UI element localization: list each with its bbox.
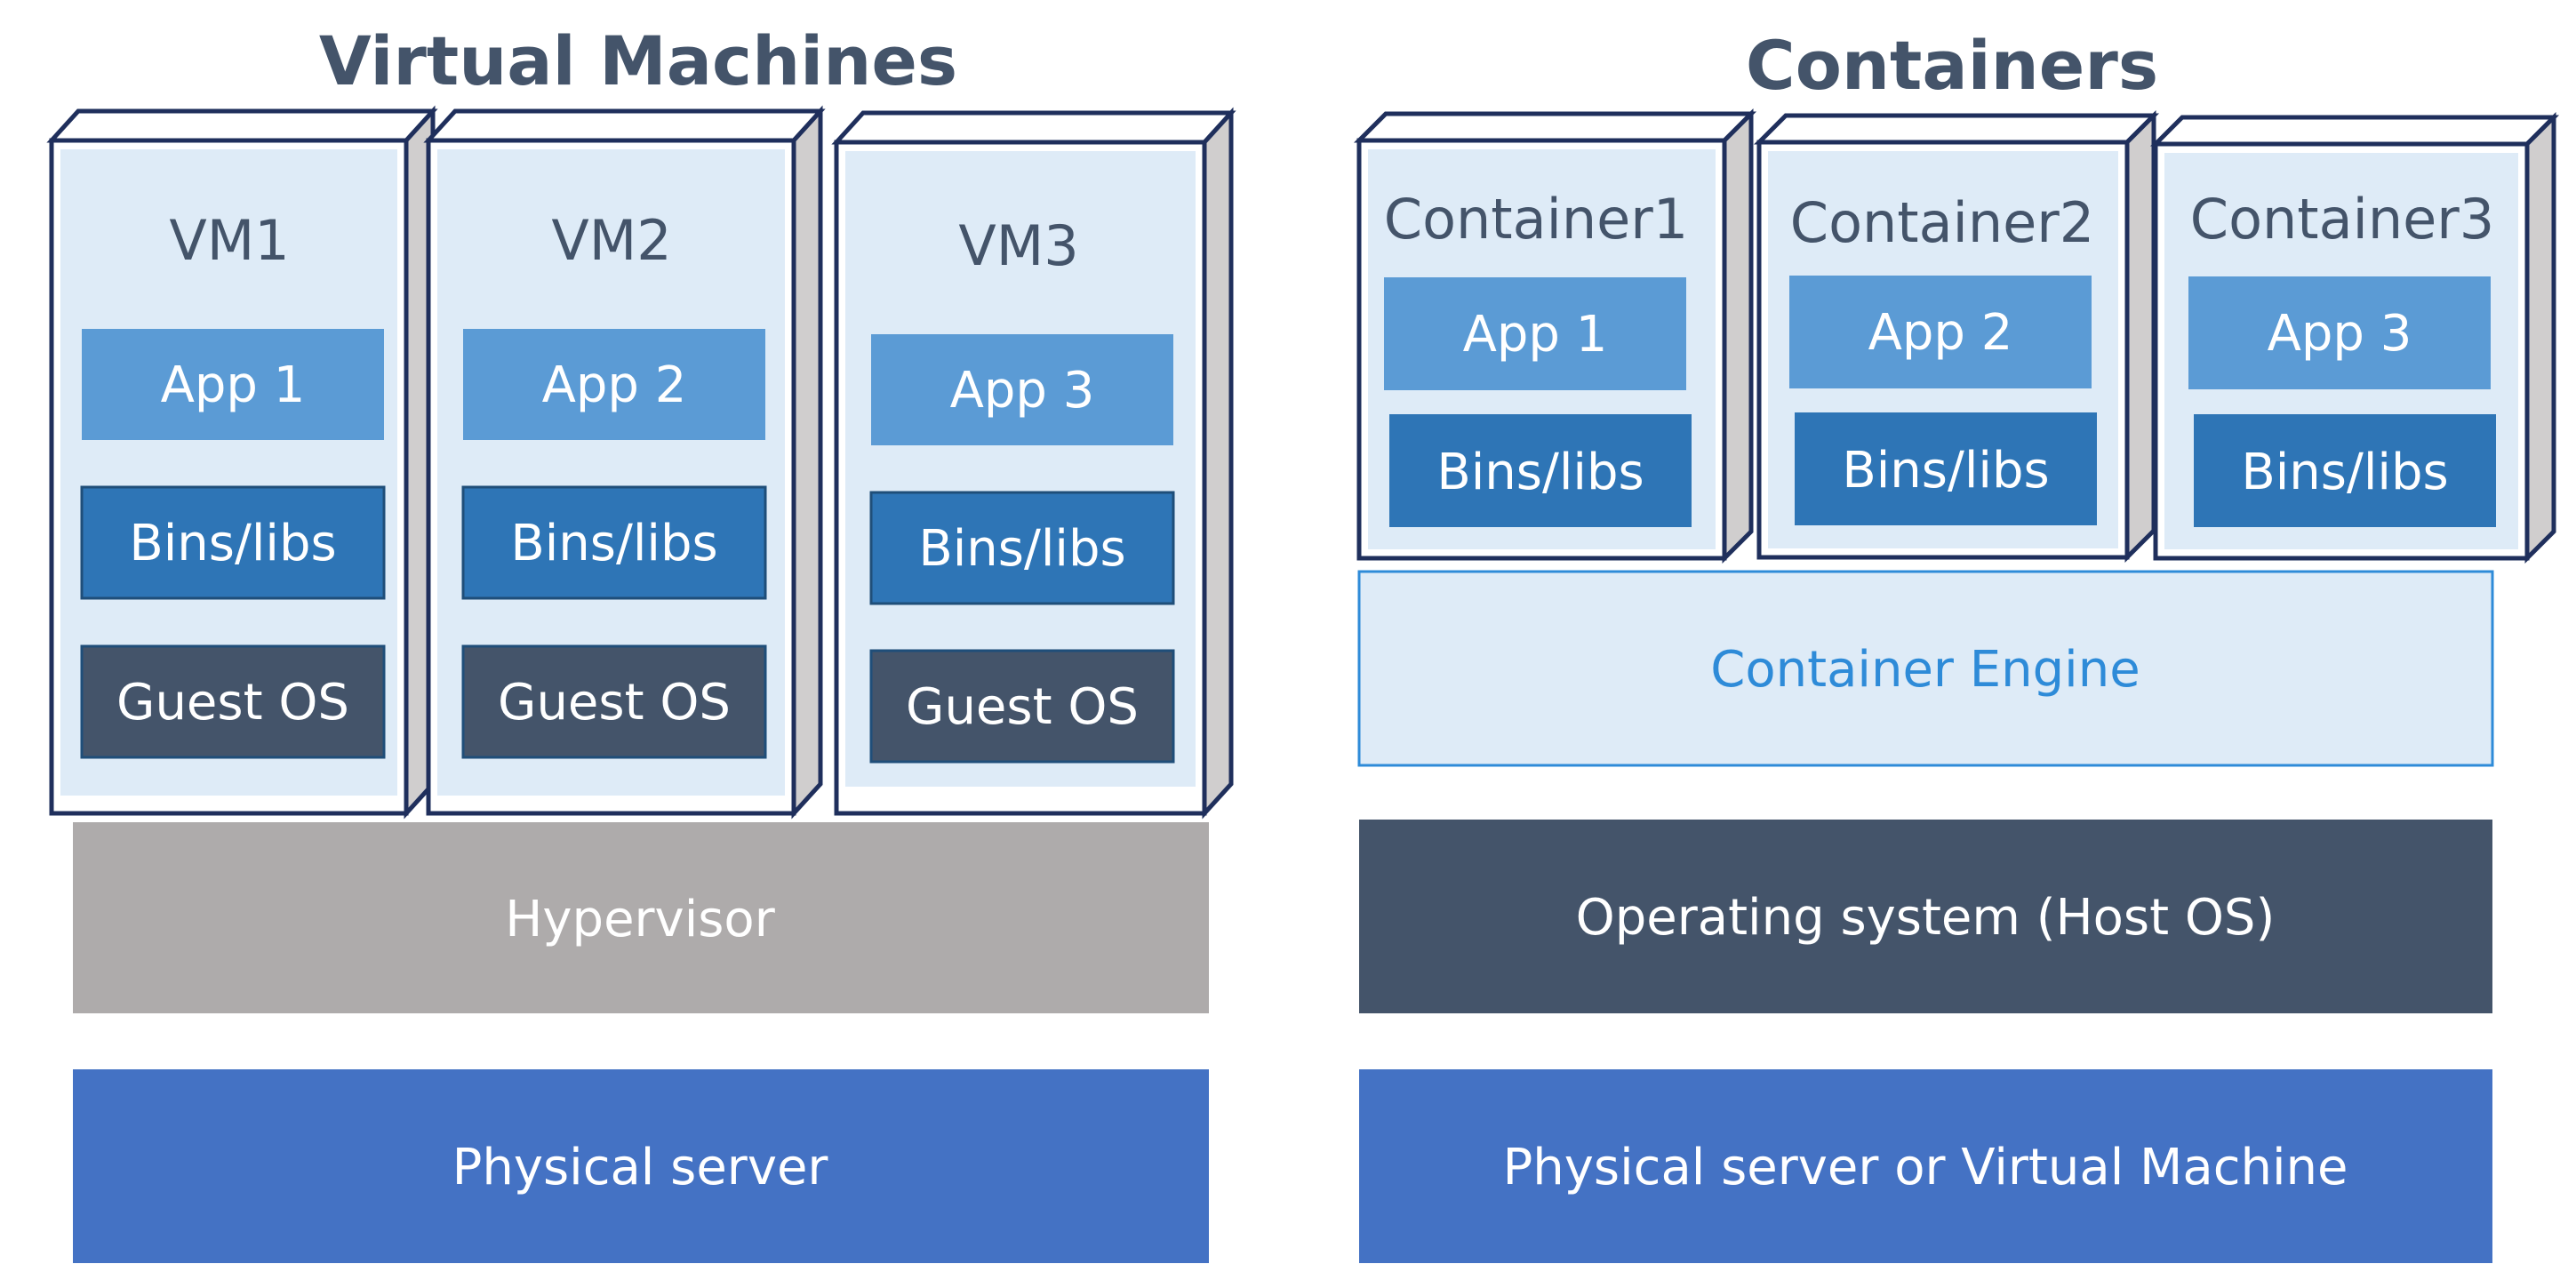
physical-server-or-vm-layer [1359, 1069, 2492, 1263]
app-label: App 3 [950, 362, 1095, 420]
app-layer [82, 329, 384, 440]
app-layer [463, 329, 765, 440]
bins-libs-label: Bins/libs [1436, 444, 1644, 501]
hypervisor-layer [73, 822, 1209, 1013]
app-label: App 1 [161, 356, 306, 414]
bins-libs-layer [1389, 414, 1692, 527]
bins-libs-layer [461, 485, 767, 600]
app-layer [871, 334, 1173, 445]
host-os-label: Operating system (Host OS) [1576, 889, 2276, 947]
vm-section-title: Virtual Machines [319, 21, 957, 100]
container-box-2: Container2 App 2 Bins/libs [1753, 109, 2160, 564]
guest-os-label: Guest OS [116, 674, 349, 732]
containers-section-title: Containers [1746, 26, 2158, 105]
app-layer [1789, 276, 2092, 388]
app-layer [2188, 276, 2491, 389]
vm-name: VM3 [958, 213, 1078, 278]
container-name: Container1 [1384, 187, 1688, 252]
bins-libs-label: Bins/libs [1842, 442, 2049, 500]
guest-os-layer [869, 649, 1175, 764]
bins-libs-layer [80, 485, 386, 600]
vm-name: VM2 [551, 208, 671, 273]
app-label: App 2 [542, 356, 687, 414]
bins-libs-label: Bins/libs [918, 520, 1125, 578]
physical-server-label: Physical server [452, 1139, 829, 1196]
vm-name: VM1 [169, 208, 289, 273]
physical-server-or-vm-label: Physical server or Virtual Machine [1503, 1139, 2348, 1196]
app-label: App 2 [1868, 304, 2013, 362]
physical-server-layer [73, 1069, 1209, 1263]
container-engine-layer [1357, 570, 2494, 767]
app-label: App 1 [1463, 306, 1608, 364]
container-engine-label: Container Engine [1710, 641, 2140, 699]
app-layer [1384, 277, 1686, 390]
hypervisor-label: Hypervisor [505, 891, 775, 948]
container-box-3: Container3 App 3 Bins/libs [2149, 111, 2560, 564]
bins-libs-label: Bins/libs [129, 515, 336, 572]
vm-box-3: VM3 App 3 Bins/libs Guest OS [831, 107, 1236, 820]
bins-libs-label: Bins/libs [510, 515, 717, 572]
guest-os-layer [461, 644, 767, 759]
guest-os-label: Guest OS [498, 674, 731, 732]
vm-box-1: VM1 App 1 Bins/libs Guest OS [46, 105, 438, 820]
vm-box-2: VM2 App 2 Bins/libs Guest OS [423, 105, 826, 820]
bins-libs-label: Bins/libs [2241, 444, 2448, 501]
bins-libs-layer [869, 491, 1175, 605]
container-name: Container3 [2190, 187, 2494, 252]
host-os-layer [1359, 820, 2492, 1013]
bins-libs-layer [1795, 412, 2097, 525]
container-box-1: Container1 App 1 Bins/libs [1353, 108, 1757, 564]
bins-libs-layer [2194, 414, 2496, 527]
guest-os-label: Guest OS [906, 678, 1139, 736]
guest-os-layer [80, 644, 386, 759]
app-label: App 3 [2268, 305, 2412, 363]
container-name: Container2 [1790, 190, 2094, 255]
